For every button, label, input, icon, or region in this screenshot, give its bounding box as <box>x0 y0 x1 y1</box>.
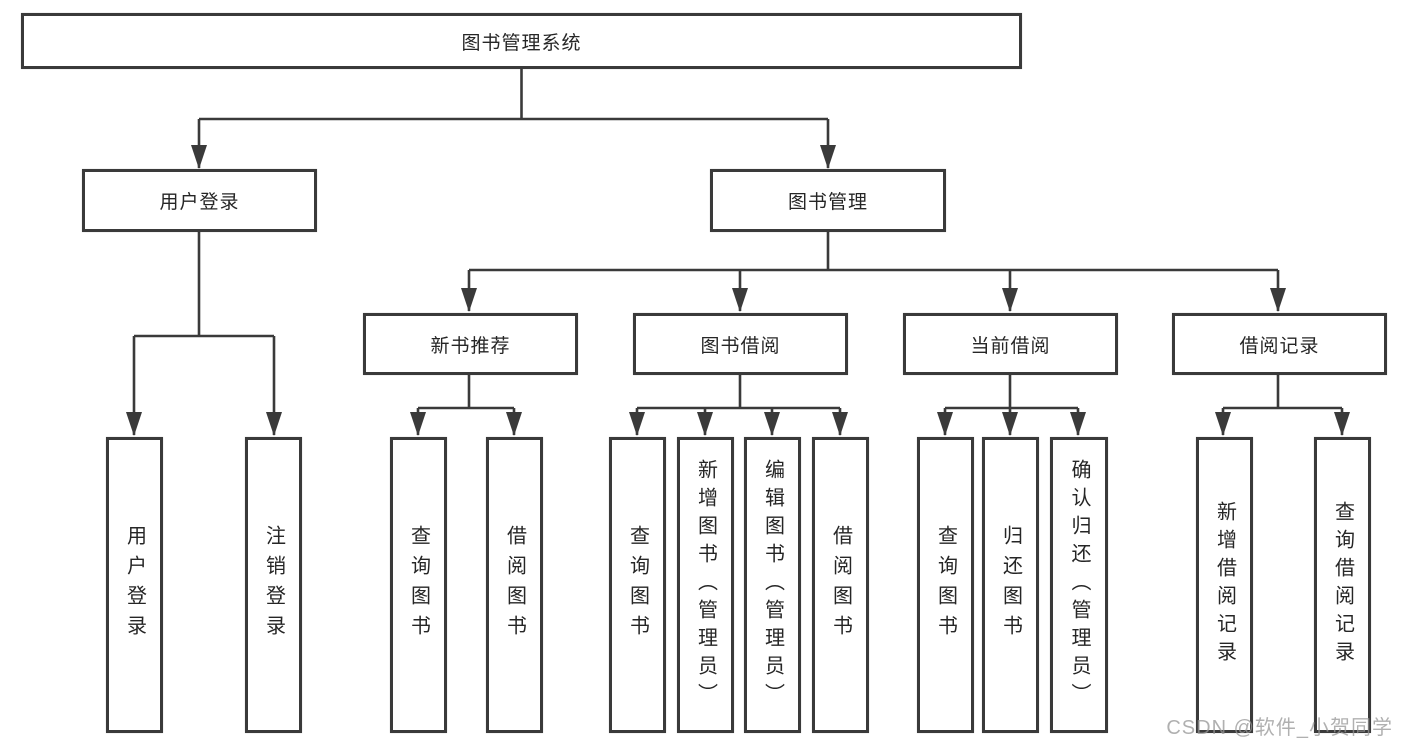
node-book-management: 图书管理 <box>710 169 946 232</box>
leaf-borrow-books-recommend: 借阅图书 <box>486 437 543 733</box>
leaf-query-borrow-record: 查询借阅记录 <box>1314 437 1371 733</box>
node-new-book-recommend: 新书推荐 <box>363 313 578 375</box>
leaf-add-book-admin: 新增图书（管理员） <box>677 437 734 733</box>
leaf-query-books-current: 查询图书 <box>917 437 974 733</box>
leaf-add-borrow-record: 新增借阅记录 <box>1196 437 1253 733</box>
node-borrowing-records: 借阅记录 <box>1172 313 1387 375</box>
leaf-edit-book-admin: 编辑图书（管理员） <box>744 437 801 733</box>
node-book-borrowing: 图书借阅 <box>633 313 848 375</box>
csdn-watermark: CSDN @软件_小贺同学 <box>1166 717 1393 739</box>
leaf-query-books-borrowing: 查询图书 <box>609 437 666 733</box>
leaf-logout: 注销登录 <box>245 437 302 733</box>
leaf-borrow-books-borrowing: 借阅图书 <box>812 437 869 733</box>
node-user-login: 用户登录 <box>82 169 317 232</box>
node-current-borrowing: 当前借阅 <box>903 313 1118 375</box>
leaf-confirm-return-admin: 确认归还（管理员） <box>1050 437 1108 733</box>
leaf-return-book: 归还图书 <box>982 437 1039 733</box>
node-library-system: 图书管理系统 <box>21 13 1022 69</box>
leaf-query-books-recommend: 查询图书 <box>390 437 447 733</box>
leaf-user-login: 用户登录 <box>106 437 163 733</box>
